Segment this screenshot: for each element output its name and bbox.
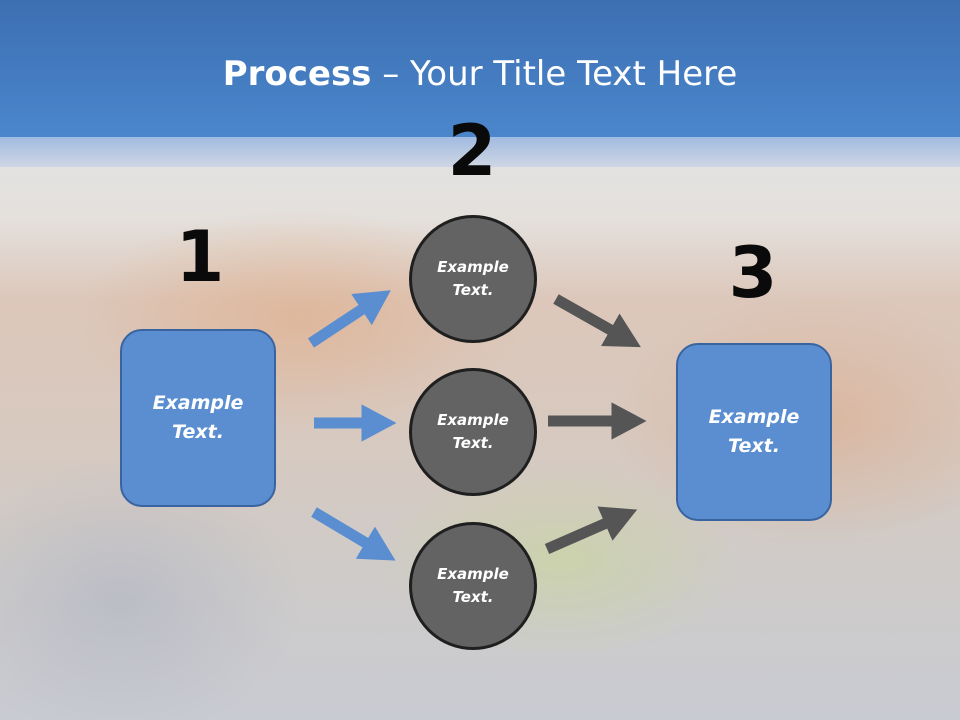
circle-middle[interactable]: Example Text. bbox=[409, 368, 537, 496]
title-bold: Process bbox=[222, 54, 372, 94]
circle-top-line2: Text. bbox=[452, 281, 494, 299]
arrow-top-to-right bbox=[553, 294, 641, 348]
circle-top[interactable]: Example Text. bbox=[409, 215, 537, 343]
arrow-left-to-bottom bbox=[311, 507, 396, 561]
header-band bbox=[0, 137, 960, 167]
right-process-box[interactable]: Example Text. bbox=[676, 343, 832, 521]
step-number-3: 3 bbox=[728, 232, 778, 314]
header-bar bbox=[0, 0, 960, 137]
circle-bottom-line2: Text. bbox=[452, 588, 494, 606]
left-process-box[interactable]: Example Text. bbox=[120, 329, 276, 507]
step-number-1: 1 bbox=[175, 216, 225, 298]
arrow-bottom-to-right bbox=[544, 506, 638, 555]
circle-middle-line1: Example bbox=[437, 411, 509, 429]
slide-title[interactable]: Process – Your Title Text Here bbox=[0, 52, 960, 96]
right-box-line1: Example bbox=[708, 406, 800, 428]
title-rest: – Your Title Text Here bbox=[371, 54, 738, 94]
left-box-line2: Text. bbox=[172, 421, 224, 443]
circle-bottom[interactable]: Example Text. bbox=[409, 522, 537, 650]
right-box-line2: Text. bbox=[728, 435, 780, 457]
circle-middle-line2: Text. bbox=[452, 434, 494, 452]
circle-top-line1: Example bbox=[437, 258, 509, 276]
left-box-line1: Example bbox=[152, 392, 244, 414]
circle-bottom-line1: Example bbox=[437, 565, 509, 583]
step-number-2: 2 bbox=[447, 110, 497, 192]
arrow-left-to-top bbox=[307, 290, 391, 348]
